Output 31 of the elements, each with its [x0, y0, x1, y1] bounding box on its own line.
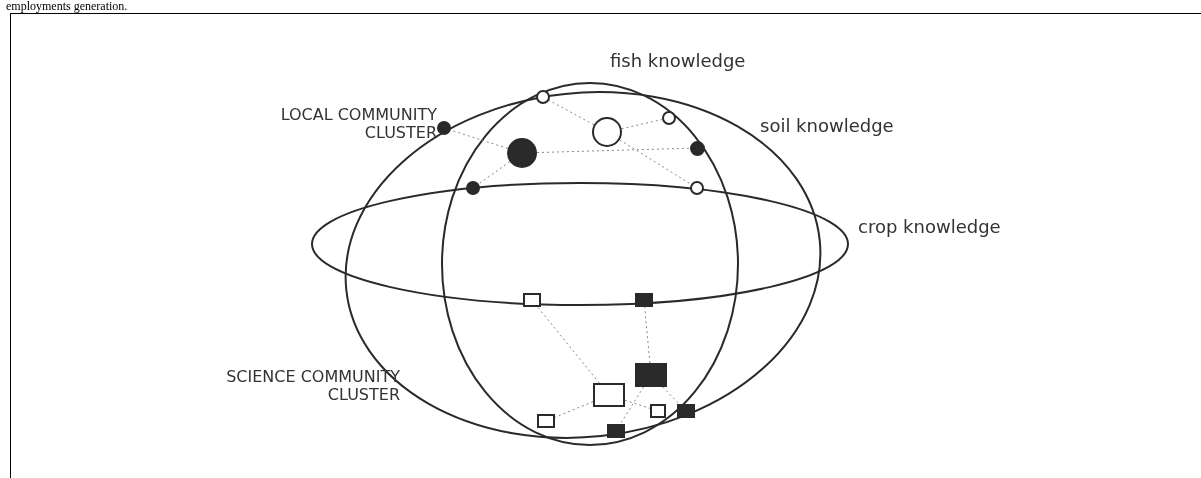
- knowledge-label: fish knowledge: [610, 51, 746, 72]
- filled-square-marker: [635, 363, 667, 387]
- page-text: employments generation.: [6, 0, 128, 12]
- dotted-link: [536, 147, 690, 154]
- dotted-link: [621, 119, 663, 130]
- dotted-link: [644, 306, 651, 364]
- knowledge-label: crop knowledge: [858, 217, 1001, 238]
- dotted-link: [537, 306, 600, 384]
- open-circle-marker: [592, 117, 622, 147]
- open-circle-marker: [536, 90, 550, 104]
- open-square-marker: [537, 414, 555, 428]
- open-circle-marker: [662, 111, 676, 125]
- filled-circle-marker: [507, 138, 537, 168]
- dotted-link: [619, 386, 644, 425]
- dotted-link: [478, 161, 511, 185]
- open-circle-marker: [690, 181, 704, 195]
- open-square-marker: [650, 404, 666, 418]
- cluster-label: LOCAL COMMUNITY CLUSTER: [279, 106, 437, 142]
- filled-square-marker: [635, 293, 653, 307]
- dotted-link: [619, 139, 692, 185]
- filled-square-marker: [607, 424, 625, 438]
- dotted-link: [450, 129, 509, 149]
- filled-circle-marker: [466, 181, 480, 195]
- dotted-link: [662, 386, 680, 405]
- filled-square-marker: [677, 404, 695, 418]
- open-square-marker: [523, 293, 541, 307]
- dotted-link: [554, 401, 594, 418]
- knowledge-label: soil knowledge: [760, 116, 894, 137]
- filled-circle-marker: [689, 140, 705, 156]
- filled-circle-marker: [437, 121, 451, 135]
- open-square-marker: [593, 383, 625, 407]
